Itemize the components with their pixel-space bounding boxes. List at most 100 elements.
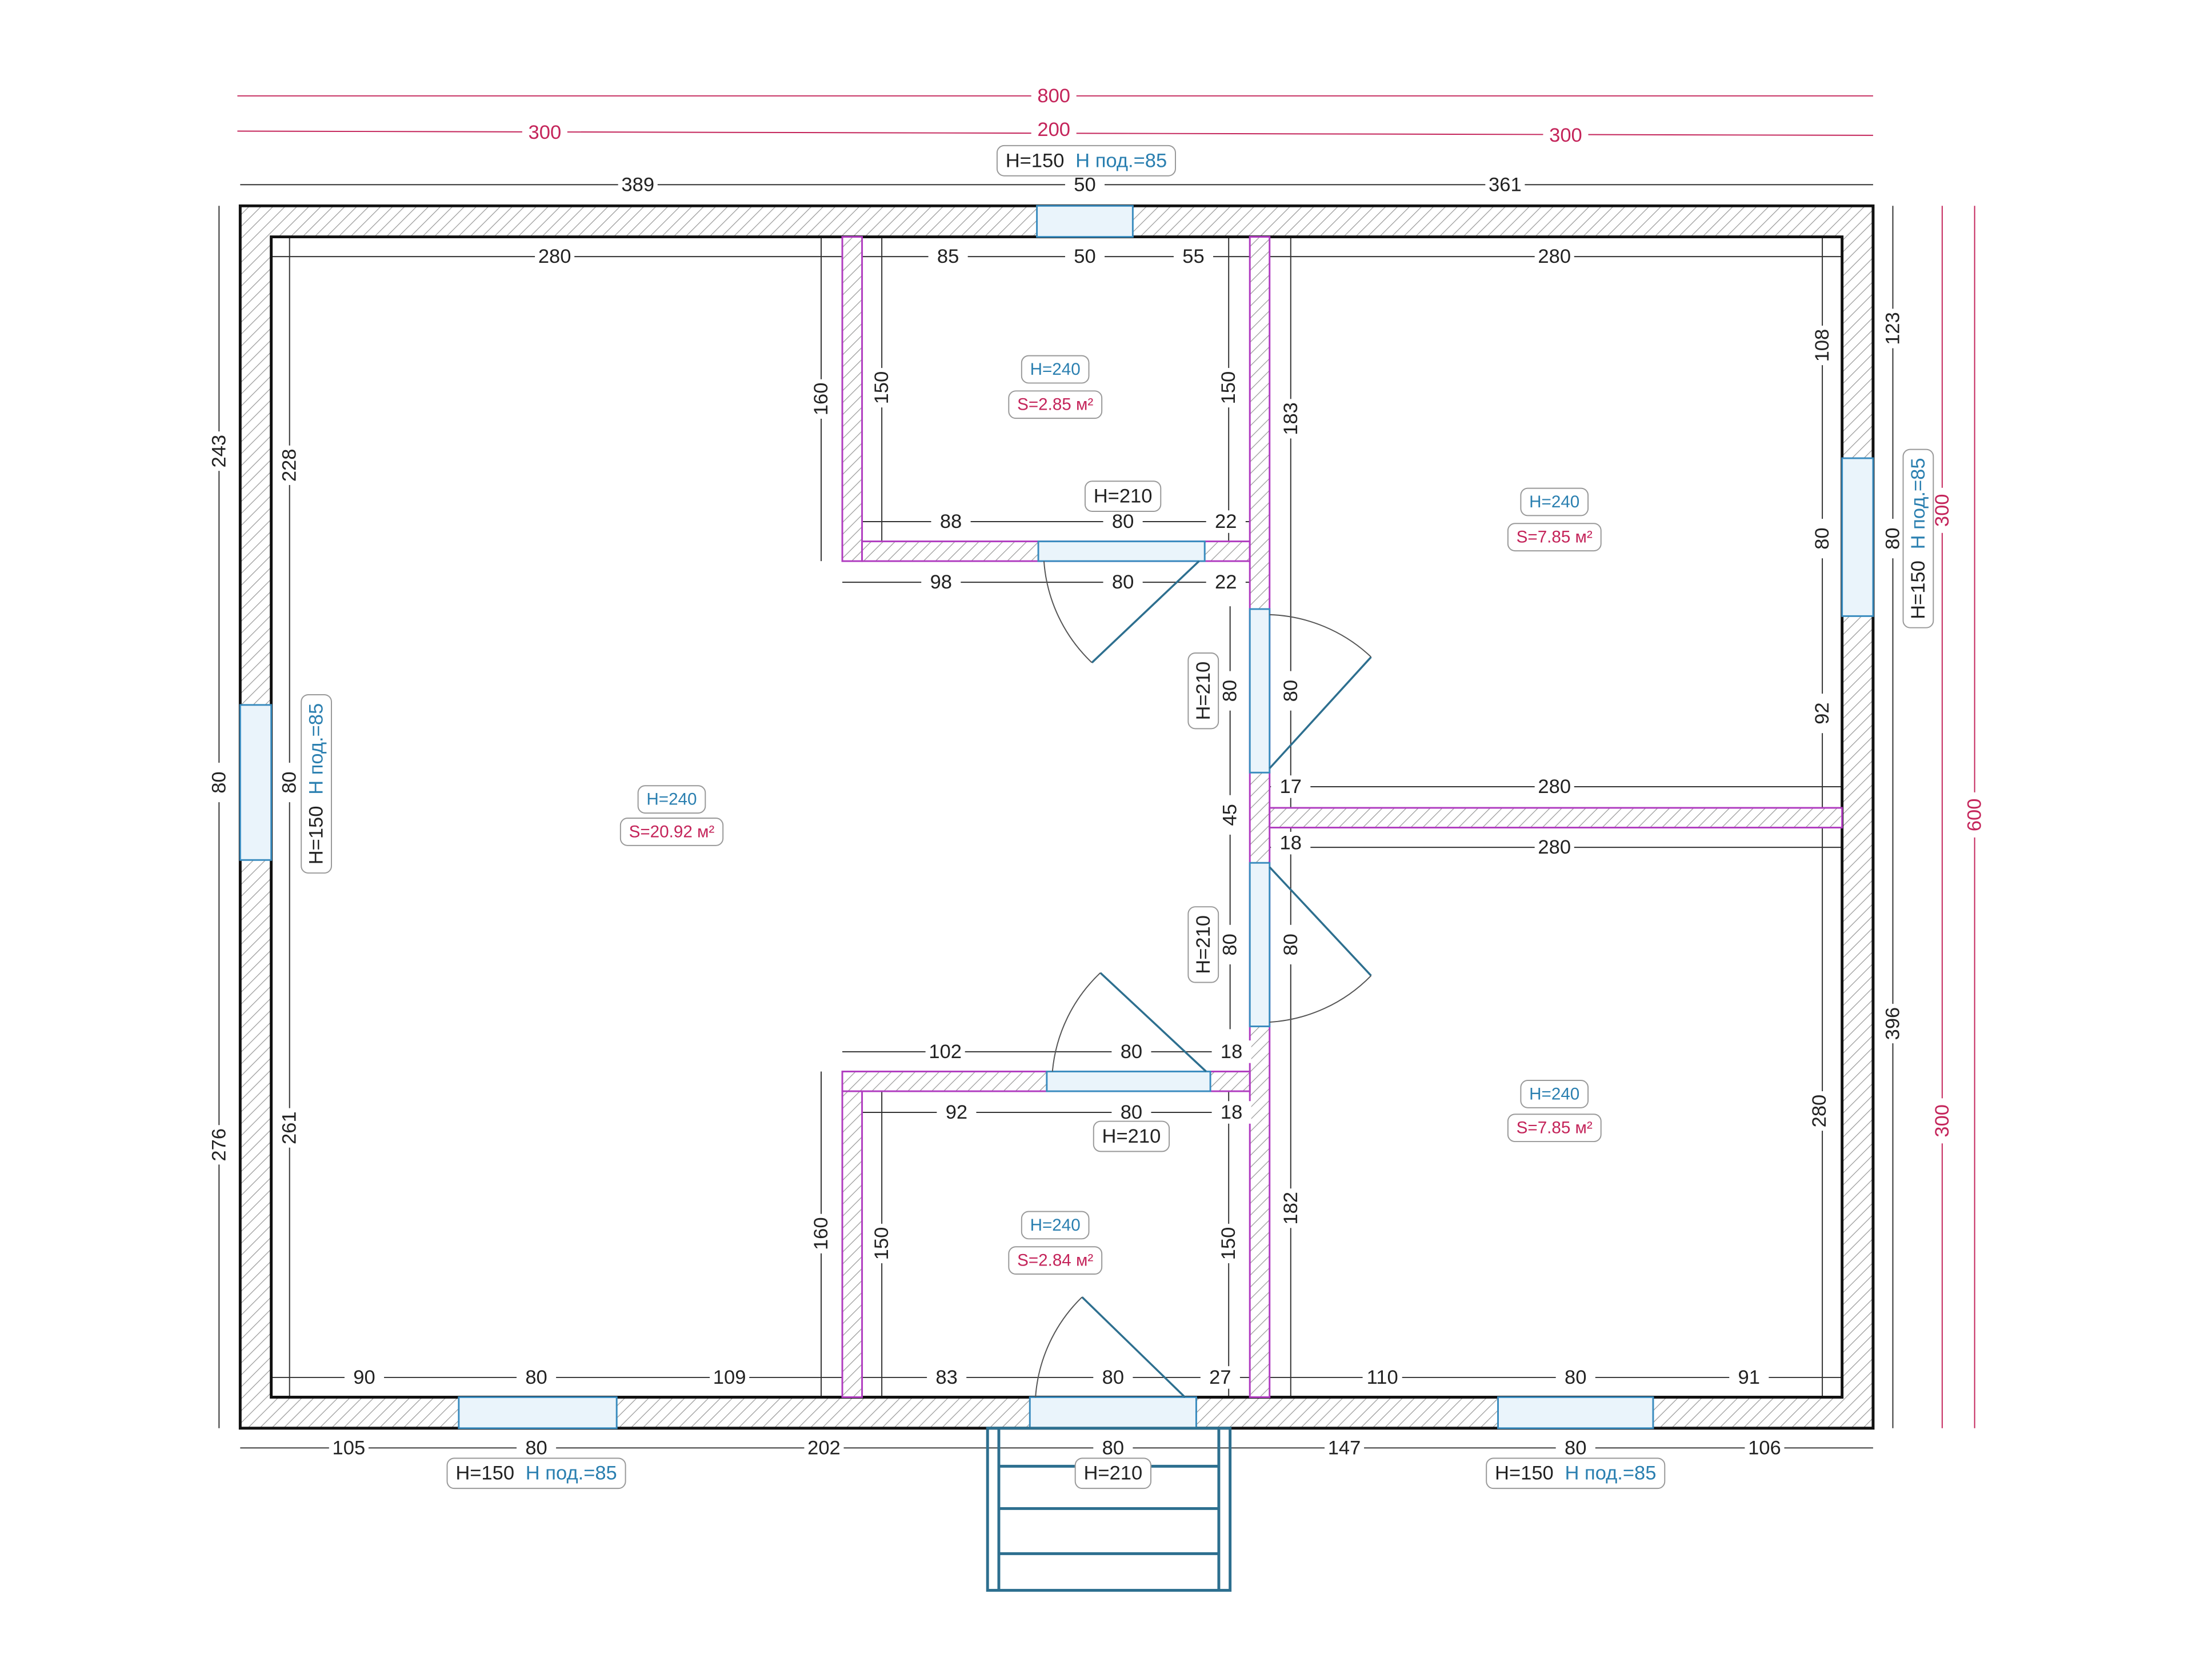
dimension-label: 80 [279,771,301,793]
door-height-label: H=210 [1187,652,1219,730]
window-height: H=150 [306,806,327,865]
dimension-label: 280 [538,246,571,267]
dimension-label: 109 [713,1367,746,1388]
dimension-label: 183 [1280,402,1302,435]
dimension-label: 80 [1219,934,1241,955]
dimension-label: 50 [1074,174,1095,195]
dimension-label: 280 [1538,836,1571,858]
door-height: H=210 [1094,486,1153,507]
dimension-label: 396 [1882,1007,1903,1040]
dimension-label: 160 [810,383,832,416]
dimension-label: 280 [1538,246,1571,267]
room-height: H=240 [1529,492,1579,511]
room-area: S=2.84 м² [1017,1251,1093,1270]
entrance-stairs [986,1427,1232,1592]
door-height-label: H=210 [1074,1457,1151,1489]
dimension-label: 80 [1882,527,1903,549]
dimension-label: 50 [1074,246,1095,267]
dimension-label: 45 [1219,804,1241,826]
dimension-label: 80 [1565,1437,1586,1459]
dimension-label: 105 [333,1437,366,1459]
dimension-label: 389 [621,174,654,195]
dimension-label: 92 [946,1102,967,1123]
dimension-label: 150 [871,1227,893,1260]
doors [1029,540,1372,1429]
dimension-label: 106 [1748,1437,1781,1459]
room-area: S=20.92 м² [629,822,715,841]
dimension-label: 55 [1182,246,1204,267]
dimension-label: 147 [1328,1437,1361,1459]
door-height: H=210 [1083,1463,1142,1484]
door-height-label: H=210 [1093,1120,1170,1152]
window-spec: H=150 Н под.=85 [455,1463,617,1484]
dimension-label: 150 [871,371,893,405]
window-label: H=150 Н под.=85 [996,145,1176,177]
dimension-label: 80 [1121,1102,1142,1123]
overall-dimension-label: 300 [1549,125,1582,146]
dimension-label: 80 [1102,1367,1124,1388]
dimension-label: 17 [1280,776,1302,798]
window-label: H=150 Н под.=85 [1902,448,1934,628]
dimension-label: 80 [1102,1437,1124,1459]
window-label: H=150 Н под.=85 [446,1457,626,1489]
dimension-label: 90 [353,1367,375,1388]
dimension-label: 98 [930,571,952,593]
dimension-label: 261 [279,1111,301,1144]
room-area: S=7.85 м² [1517,1119,1593,1138]
window-spec: H=150Н под.=85 [306,703,327,864]
dimension-label: 150 [1218,1227,1239,1260]
room-height: H=240 [1529,1084,1579,1103]
room-height: H=240 [1030,360,1081,379]
dimension-label: 160 [810,1217,832,1250]
dimension-label: 80 [1112,571,1134,593]
dimension-label: 91 [1738,1367,1760,1388]
dimension-label: 22 [1215,571,1237,593]
window-height: H=150 [1495,1463,1554,1484]
dimension-label: 123 [1882,312,1903,345]
dimension-label: 80 [525,1437,547,1459]
door-height: H=210 [1193,662,1214,720]
room-height: H=240 [646,790,697,809]
room-area: S=2.85 м² [1017,395,1093,414]
window-height: H=150 [455,1463,514,1484]
dimension-label: 361 [1489,174,1522,195]
dimension-label: 80 [1112,511,1134,532]
overall-dimension-label: 300 [1931,1104,1953,1138]
room-height: H=240 [1030,1216,1081,1235]
overall-dimension-label: 800 [1037,85,1070,107]
dimension-label: 102 [929,1041,962,1063]
dimension-label: 88 [940,511,962,532]
door-height-label: H=210 [1187,906,1219,983]
dimension-label: 85 [937,246,959,267]
window-sill-height: Н под.=85 [1075,150,1167,171]
overall-dimension-label: 200 [1037,119,1070,141]
window-sill-height: Н под.=85 [1565,1463,1656,1484]
dimension-label: 80 [1811,527,1833,549]
dimension-label: 80 [1121,1041,1142,1063]
dimension-label: 276 [208,1128,230,1162]
dimension-label: 80 [525,1367,547,1388]
dimension-label: 18 [1280,832,1302,854]
window-height: H=150 [1006,150,1065,171]
door-height: H=210 [1102,1126,1161,1147]
window-label: H=150Н под.=85 [301,694,332,874]
window-label: H=150 Н под.=85 [1486,1457,1666,1489]
window-spec: H=150 Н под.=85 [1907,458,1929,619]
dimension-label: 22 [1215,511,1237,532]
window-sill-height: Н под.=85 [526,1463,617,1484]
windows [239,205,1874,1429]
dimension-label: 80 [1280,680,1302,702]
dimension-label: 80 [1565,1367,1586,1388]
dimension-label: 18 [1221,1041,1242,1063]
window-sill-height: Н под.=85 [1907,458,1929,549]
window-height: H=150 [1907,560,1929,619]
dimension-label: 80 [1219,680,1241,702]
window-spec: H=150 Н под.=85 [1495,1463,1656,1484]
room-area: S=7.85 м² [1517,528,1593,547]
dimension-label: 202 [807,1437,841,1459]
dimension-label: 243 [208,435,230,468]
